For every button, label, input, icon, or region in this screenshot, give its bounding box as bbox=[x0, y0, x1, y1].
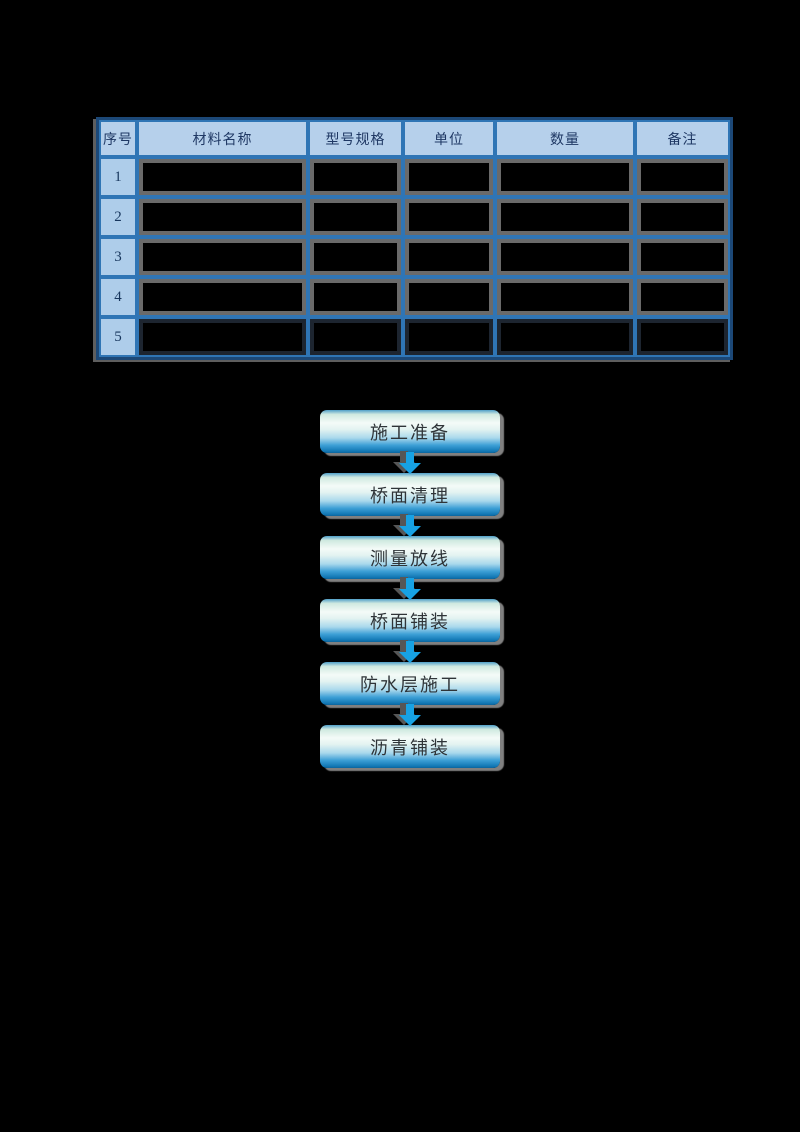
redacted-cell bbox=[403, 317, 495, 357]
flow-step-label: 施工准备 bbox=[370, 422, 450, 443]
row-number: 1 bbox=[99, 157, 137, 197]
redacted-cell bbox=[495, 197, 635, 237]
redacted-cell bbox=[635, 197, 730, 237]
redacted-cell bbox=[308, 197, 403, 237]
redacted-cell bbox=[403, 197, 495, 237]
flow-step-deck-paving: 桥面铺装 bbox=[320, 599, 500, 642]
arrow-down-icon bbox=[399, 515, 421, 537]
redacted-cell bbox=[308, 237, 403, 277]
table-row: 1 bbox=[99, 157, 730, 197]
row-number: 3 bbox=[99, 237, 137, 277]
redacted-cell bbox=[308, 277, 403, 317]
redacted-cell bbox=[403, 237, 495, 277]
flow-step-label: 桥面清理 bbox=[370, 485, 450, 506]
flow-step-label: 沥青铺装 bbox=[370, 737, 450, 758]
column-header-serial: 序号 bbox=[99, 120, 137, 157]
redacted-cell bbox=[495, 237, 635, 277]
row-number: 2 bbox=[99, 197, 137, 237]
arrow-down-icon bbox=[399, 641, 421, 663]
redacted-cell bbox=[635, 317, 730, 357]
table-row: 2 bbox=[99, 197, 730, 237]
table-row: 3 bbox=[99, 237, 730, 277]
row-number: 4 bbox=[99, 277, 137, 317]
redacted-cell bbox=[635, 237, 730, 277]
column-header-remarks: 备注 bbox=[635, 120, 730, 157]
column-header-quantity: 数量 bbox=[495, 120, 635, 157]
redacted-cell bbox=[635, 157, 730, 197]
redacted-cell bbox=[137, 197, 308, 237]
flow-step-label: 桥面铺装 bbox=[370, 611, 450, 632]
column-header-unit: 单位 bbox=[403, 120, 495, 157]
flow-step-asphalt-paving: 沥青铺装 bbox=[320, 725, 500, 768]
redacted-cell bbox=[495, 157, 635, 197]
redacted-cell bbox=[308, 157, 403, 197]
redacted-cell bbox=[495, 317, 635, 357]
flow-step-label: 防水层施工 bbox=[360, 674, 460, 695]
redacted-cell bbox=[403, 157, 495, 197]
flow-step-survey-layout: 测量放线 bbox=[320, 536, 500, 579]
flow-step-deck-cleaning: 桥面清理 bbox=[320, 473, 500, 516]
redacted-cell bbox=[137, 277, 308, 317]
redacted-cell bbox=[635, 277, 730, 317]
flow-step-waterproof-layer: 防水层施工 bbox=[320, 662, 500, 705]
arrow-down-icon bbox=[399, 452, 421, 474]
table-row: 4 bbox=[99, 277, 730, 317]
redacted-cell bbox=[403, 277, 495, 317]
table-header-row: 序号 材料名称 型号规格 单位 数量 备注 bbox=[99, 120, 730, 157]
redacted-cell bbox=[137, 237, 308, 277]
table-row: 5 bbox=[99, 317, 730, 357]
arrow-down-icon bbox=[399, 578, 421, 600]
arrow-down-icon bbox=[399, 704, 421, 726]
materials-table: 序号 材料名称 型号规格 单位 数量 备注 1 2 bbox=[96, 117, 733, 360]
redacted-cell bbox=[495, 277, 635, 317]
flow-step-preparation: 施工准备 bbox=[320, 410, 500, 453]
redacted-cell bbox=[137, 317, 308, 357]
column-header-material-name: 材料名称 bbox=[137, 120, 308, 157]
redacted-cell bbox=[137, 157, 308, 197]
construction-flowchart: 施工准备 桥面清理 测量放线 桥面铺装 防水层施工 沥青铺装 bbox=[320, 410, 500, 768]
row-number: 5 bbox=[99, 317, 137, 357]
flow-step-label: 测量放线 bbox=[370, 548, 450, 569]
column-header-model-spec: 型号规格 bbox=[308, 120, 403, 157]
redacted-cell bbox=[308, 317, 403, 357]
